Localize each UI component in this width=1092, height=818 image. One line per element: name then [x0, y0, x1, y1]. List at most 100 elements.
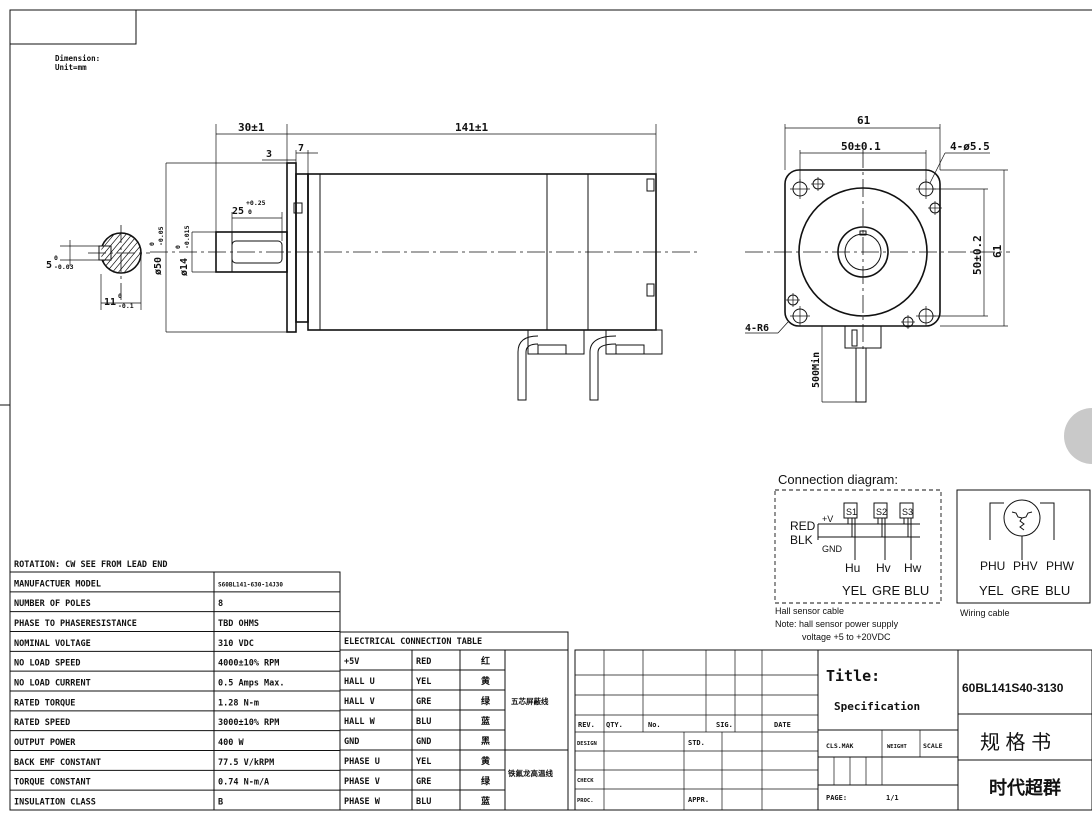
connection-title: Connection diagram:	[778, 472, 898, 487]
spec-label: RATED TORQUE	[14, 698, 75, 708]
motor-side-view	[150, 124, 700, 401]
elec-wire-color-cn: 蓝	[481, 715, 490, 726]
elec-wire-color-cn: 黄	[481, 755, 490, 766]
dim-vertical-size: 61	[991, 244, 1004, 258]
dim-flat-tol-low: -0.1	[118, 302, 134, 310]
spec-label: BACK EMF CONSTANT	[14, 758, 101, 768]
rotation-note: ROTATION: CW SEE FROM LEAD END	[14, 560, 168, 570]
spec-label: PHASE TO PHASERESISTANCE	[14, 619, 137, 629]
elec-wire-color: BLU	[416, 717, 431, 727]
company-name: 时代超群	[989, 777, 1061, 798]
five-core-shielded-cable: 五芯屏蔽线	[511, 696, 549, 706]
page-number: 1/1	[886, 794, 899, 802]
elec-signal: PHASE V	[344, 777, 380, 787]
dim-key-width-tol-low: -0.03	[54, 263, 74, 271]
spec-value: 3000±10% RPM	[218, 718, 279, 728]
dim-vertical-pitch: 50±0.2	[971, 235, 984, 275]
spec-label: NO LOAD CURRENT	[14, 678, 91, 688]
spec-value: 4000±10% RPM	[218, 659, 279, 669]
elec-wire-color-cn: 绿	[481, 695, 491, 706]
elec-wire-color-cn: 黑	[481, 736, 490, 746]
spec-value: TBD OHMS	[218, 619, 259, 629]
dim-shaft-diameter: ø14	[179, 258, 190, 276]
label-hv: Hv	[876, 561, 891, 575]
sheet-frame	[0, 9, 1092, 811]
label-phase-yel: YEL	[979, 583, 1004, 598]
elec-wire-color-cn: 蓝	[481, 795, 490, 806]
connection-diagram: Connection diagram: S1 S2 S3 +V RED BLK …	[774, 472, 1091, 642]
dim-pilot-tol-up: 0	[148, 242, 156, 246]
side-view-dimensions: 30±1 141±1 3 7 25 +0.25 0 ø50 0 -0.05 ø1…	[148, 121, 488, 276]
qty-label: QTY.	[606, 721, 623, 729]
dim-key-width-tol-up: 0	[54, 254, 58, 262]
hall-power-note-line1: Note: hall sensor power supply	[775, 619, 899, 629]
design-label: DESIGN	[577, 741, 597, 747]
rev-label: REV.	[578, 721, 595, 729]
elec-signal: HALL U	[344, 677, 375, 687]
spec-label: NOMINAL VOLTAGE	[14, 639, 91, 649]
document-specification: Specification	[834, 700, 920, 713]
spec-label: TORQUE CONSTANT	[14, 778, 91, 788]
label-hall-gre: GRE	[872, 583, 901, 598]
chinese-title: 规 格 书	[980, 731, 1051, 754]
label-phw: PHW	[1046, 559, 1075, 573]
title-label: Title:	[826, 667, 880, 685]
spec-label: MANUFACTUER MODEL	[14, 579, 101, 589]
elec-wire-color: GRE	[416, 777, 431, 787]
label-hu: Hu	[845, 561, 860, 575]
model-number: 60BL141S40-3130	[962, 681, 1064, 695]
dim-body-length: 141±1	[455, 121, 488, 134]
no-label: No.	[648, 721, 661, 729]
spec-label: OUTPUT POWER	[14, 738, 76, 748]
dim-shaft-tol-up: 0	[174, 245, 182, 249]
elec-signal: GND	[344, 737, 359, 747]
dim-flange-thickness: 7	[298, 143, 304, 154]
weight-label: WEIGHT	[887, 744, 908, 750]
dim-hole-count-dia: 4-ø5.5	[950, 140, 990, 153]
spec-value: 400 W	[218, 738, 244, 748]
dimension-note: Dimension:	[55, 54, 100, 63]
dim-flat-tol-up: 0	[118, 292, 122, 300]
elec-wire-color-cn: 红	[481, 655, 490, 666]
dim-pilot-diameter: ø50	[153, 257, 164, 275]
spec-value: S60BL141-630-14J30	[218, 581, 283, 588]
hall-sensor-caption: Hall sensor cable	[775, 606, 844, 616]
dim-lead-length: 500Min	[810, 352, 822, 388]
elec-wire-color-cn: 黄	[481, 675, 490, 686]
page-label: PAGE:	[826, 794, 847, 802]
elec-wire-color: GND	[416, 737, 431, 747]
spec-value: 310 VDC	[218, 639, 254, 649]
electrical-table-title: ELECTRICAL CONNECTION TABLE	[344, 637, 482, 647]
label-hall-blu: BLU	[904, 583, 929, 598]
sensor-s2: S2	[876, 507, 887, 517]
elec-signal: +5V	[344, 657, 359, 667]
label-hall-yel: YEL	[842, 583, 867, 598]
dim-key-length: 25	[232, 206, 244, 217]
cls-mak-label: CLS.MAK	[826, 742, 853, 750]
std-label: STD.	[688, 739, 705, 747]
spec-value: 1.28 N-m	[218, 698, 259, 708]
hall-power-note-line2: voltage +5 to +20VDC	[802, 632, 891, 642]
spec-table: MANUFACTUER MODEL S60BL141-630-14J30NUMBE…	[9, 571, 341, 811]
spec-value: 0.74 N-m/A	[218, 778, 269, 788]
label-red-wire: RED	[790, 519, 816, 533]
elec-wire-color-cn: 绿	[481, 775, 491, 786]
elec-wire-color: BLU	[416, 797, 431, 807]
proc-label: PROC.	[577, 798, 594, 804]
label-blk-wire: BLK	[790, 533, 813, 547]
date-label: DATE	[774, 721, 791, 729]
dim-flange-step: 3	[266, 149, 272, 160]
spec-label: NUMBER OF POLES	[14, 599, 91, 609]
motor-front-view	[745, 124, 1010, 403]
elec-wire-color: RED	[416, 657, 431, 667]
sensor-s3: S3	[902, 507, 913, 517]
scale-label: SCALE	[923, 742, 943, 750]
dim-key-width: 5	[46, 260, 52, 271]
elec-wire-color: YEL	[416, 677, 431, 687]
spec-value: 0.5 Amps Max.	[218, 678, 285, 688]
dim-flat-depth: 11	[104, 297, 116, 308]
dim-key-length-tol-up: +0.25	[246, 199, 266, 207]
spec-label: RATED SPEED	[14, 718, 70, 728]
label-phase-blu: BLU	[1045, 583, 1070, 598]
